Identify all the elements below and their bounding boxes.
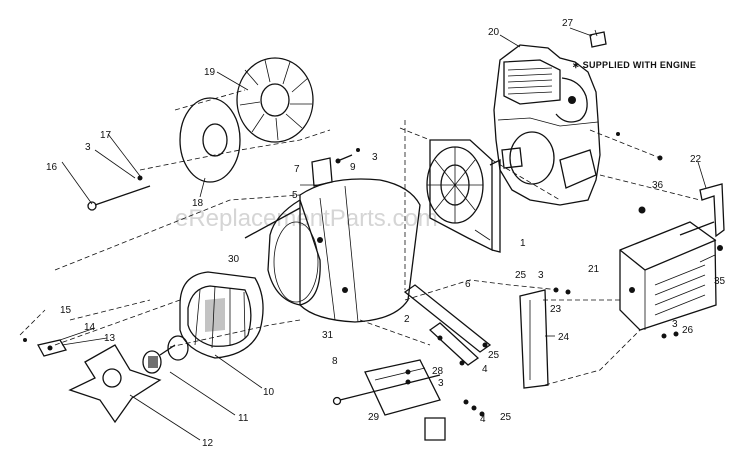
label-25-c: 25	[500, 412, 512, 423]
label-20: 20	[488, 27, 500, 38]
label-4-a: 4	[482, 364, 488, 375]
label-12: 12	[202, 438, 214, 449]
rod-30	[244, 207, 301, 239]
bolt-9	[335, 148, 360, 164]
label-15: 15	[60, 305, 72, 316]
label-22: 22	[690, 154, 702, 165]
label-5: 5	[292, 190, 298, 201]
cooling-fan	[236, 57, 314, 143]
label-10: 10	[263, 387, 275, 398]
brush-assembly	[23, 338, 67, 357]
leader-lines	[59, 29, 716, 441]
label-11: 11	[238, 413, 249, 424]
label-3-d: 3	[438, 378, 444, 389]
hardware-bottom	[463, 399, 485, 417]
label-3-e: 3	[672, 319, 678, 330]
engine-note: ∗ SUPPLIED WITH ENGINE	[572, 60, 696, 70]
fan-shroud	[179, 97, 241, 183]
base-frame	[332, 359, 446, 441]
tag-27	[569, 27, 607, 48]
label-8: 8	[332, 356, 338, 367]
fan-plate	[68, 344, 162, 424]
label-25-b: 25	[488, 350, 500, 361]
stator-windings	[179, 271, 264, 359]
label-3-a: 3	[85, 142, 91, 153]
bolt-16	[87, 175, 151, 211]
label-7: 7	[294, 164, 300, 175]
label-2: 2	[404, 314, 410, 325]
label-14: 14	[84, 322, 96, 333]
label-30: 30	[228, 254, 240, 265]
label-26: 26	[682, 325, 694, 336]
label-13: 13	[104, 333, 116, 344]
rotor	[142, 335, 189, 374]
bracket-7	[300, 157, 333, 187]
blower-housing	[426, 139, 501, 253]
label-3-c: 3	[538, 270, 544, 281]
label-4-b: 4	[480, 414, 486, 425]
mounting-rails	[403, 284, 549, 389]
label-17: 17	[100, 130, 112, 141]
part-labels: 1 2 3 3 3 3 3 4 4 5 6 7 8 9 10 11 12 13 …	[46, 18, 726, 449]
label-31: 31	[322, 330, 334, 341]
label-6: 6	[465, 279, 471, 290]
label-18: 18	[192, 198, 204, 209]
label-28: 28	[432, 366, 444, 377]
label-25-a: 25	[515, 270, 527, 281]
label-19: 19	[204, 67, 216, 78]
label-35: 35	[714, 276, 726, 287]
label-27: 27	[562, 18, 574, 29]
label-21: 21	[588, 264, 600, 275]
control-box	[619, 221, 717, 331]
label-29: 29	[368, 412, 380, 423]
label-3-b: 3	[372, 152, 378, 163]
label-1: 1	[520, 238, 526, 249]
label-24: 24	[558, 332, 570, 343]
fasteners	[459, 132, 723, 366]
label-9: 9	[350, 162, 356, 173]
alignment-lines	[19, 89, 701, 386]
label-36: 36	[652, 180, 664, 191]
stator-housing	[267, 178, 421, 323]
engine	[493, 44, 601, 206]
muffler-pipe	[679, 183, 725, 238]
label-16: 16	[46, 162, 58, 173]
label-23: 23	[550, 304, 562, 315]
